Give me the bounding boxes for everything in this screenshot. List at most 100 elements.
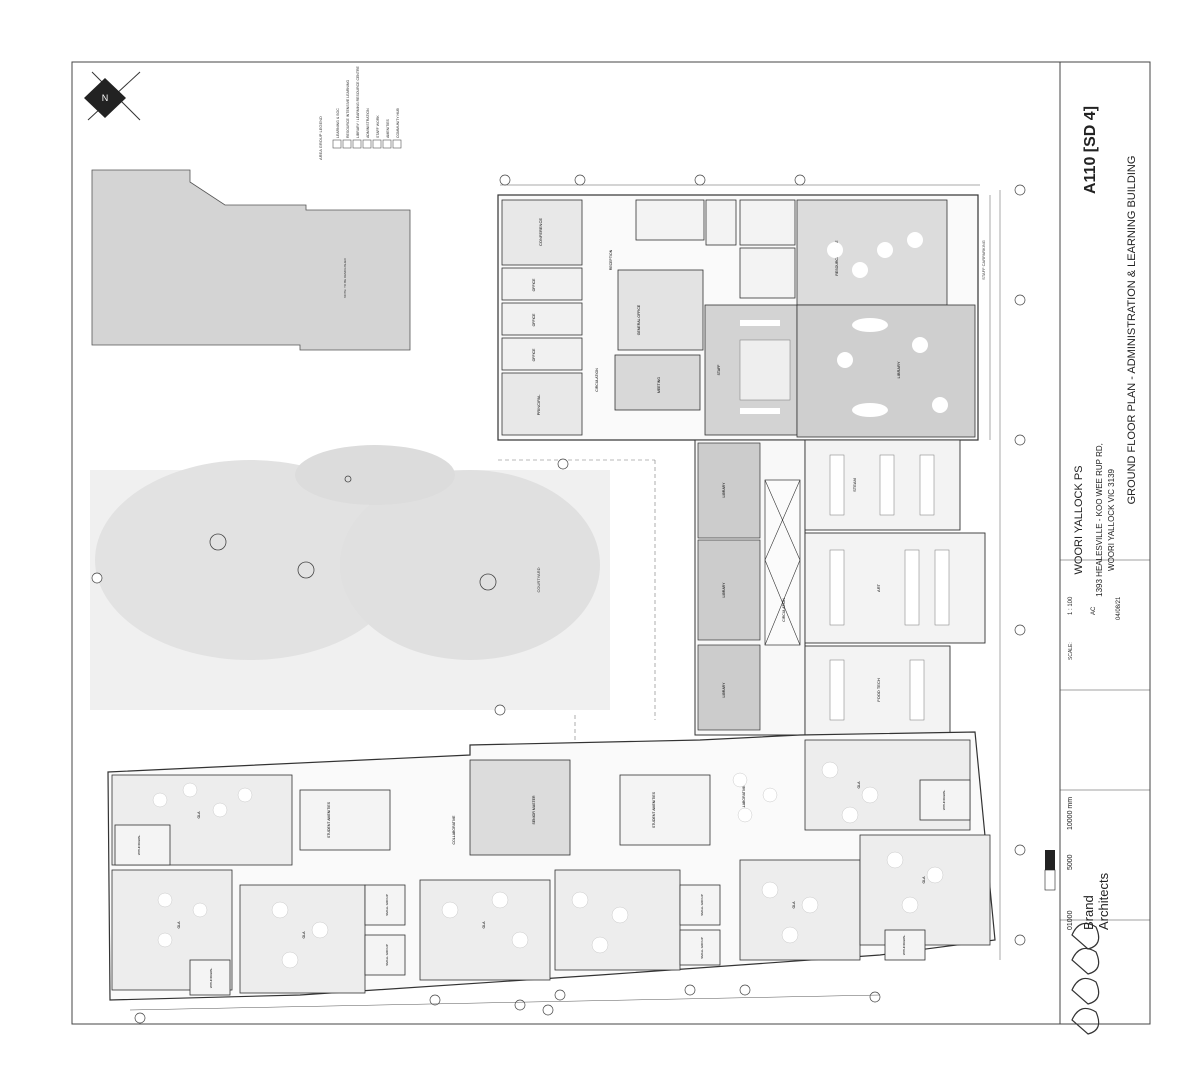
room-label: ART — [876, 583, 881, 591]
room-label: PRINCIPAL — [536, 394, 541, 416]
existing-building — [91, 169, 411, 351]
room-label: RECEPTION — [609, 249, 613, 270]
room-gla — [739, 859, 861, 961]
room-label: COLLABORATIVE — [452, 815, 456, 845]
room-label: WITHDRAWAL — [209, 968, 213, 989]
room-label: LIBRARY — [896, 361, 901, 378]
room-label: SMALL GROUP — [385, 944, 389, 966]
project-name: WOORI YALLOCK PS — [1073, 465, 1085, 574]
room-label: GLA — [197, 811, 201, 819]
room-gla — [859, 834, 991, 946]
room-label: GLA — [792, 901, 796, 909]
room-office — [501, 267, 583, 301]
address-line2: WOORI YALLOCK VIC 3139 — [1107, 468, 1116, 571]
room-label: OFFICE — [532, 278, 536, 291]
room-label: STAFF — [717, 365, 721, 376]
scale-bar-mid: 5000 — [1067, 854, 1074, 870]
room-label: GLA — [922, 876, 926, 884]
room-small-group — [364, 934, 406, 976]
room-label: OFFICE — [532, 313, 536, 326]
scale-bar-zero: 01000 — [1067, 910, 1074, 930]
existing-building-note: NOTE: TO BE DEMOLISHED — [343, 257, 347, 297]
staff-carparking-label: STAFF CARPARKING — [981, 240, 986, 280]
room-label: CONFERENCE — [538, 218, 543, 246]
room-label: STEAM — [852, 478, 857, 492]
room-label: STUDENT AMENITIES — [327, 801, 331, 838]
title-block: A110 [SD 4] GROUND FLOOR PLAN - ADMINIST… — [1044, 62, 1150, 1035]
central-wing: LIBRARY LIBRARY LIBRARY CIRCULATION — [694, 439, 806, 736]
room-label: WITHDRAWAL — [902, 935, 906, 956]
room-withdrawal — [189, 959, 231, 996]
dimension-lines — [129, 184, 1001, 1011]
room-withdrawal — [919, 779, 971, 821]
room-meeting — [614, 354, 701, 411]
room-withdrawal — [884, 929, 926, 961]
scale-value: 1 : 100 — [1068, 596, 1074, 615]
grid-markers — [91, 174, 1026, 1024]
sheet-border — [71, 61, 1151, 1025]
room-student-amenities — [619, 774, 711, 846]
room-label: SMALL GROUP — [700, 937, 704, 959]
legend-item: COMMUNITY HUB — [396, 107, 400, 138]
courtyard-label: COURTYARD — [536, 567, 541, 592]
room-small-group — [679, 929, 721, 966]
room-label: WITHDRAWAL — [137, 835, 141, 856]
firm-name-line1: Brand — [1081, 895, 1096, 930]
room-label: WITHDRAWAL — [942, 790, 946, 811]
room-principal — [501, 372, 583, 436]
room-label: LIBRARY — [722, 582, 726, 598]
legend-item: STAFF WORK — [376, 115, 380, 138]
north-arrow-icon: N — [84, 71, 141, 121]
room-senior-master — [469, 759, 571, 856]
room-schedule — [520, 68, 1040, 180]
brand-architects-logo — [1071, 922, 1100, 1035]
room-label: SMALL GROUP — [385, 894, 389, 916]
room-label: COLLABORATIVE — [742, 785, 746, 815]
scale-bar-end: 10000 mm — [1067, 797, 1074, 830]
room-label: GENERAL OFFICE — [637, 304, 641, 335]
legend-item: LEARNING & SOC — [336, 108, 340, 138]
room-label: CIRCULATION — [782, 598, 786, 622]
room-label: GLA — [177, 921, 181, 929]
drawing-number: A110 [SD 4] — [1082, 106, 1099, 194]
checked-value: AC — [1091, 606, 1097, 615]
north-label: N — [102, 93, 109, 103]
room-label: SENIOR MASTER — [532, 795, 536, 824]
room-conference — [501, 199, 583, 266]
room-label: LIBRARY — [722, 482, 726, 498]
room-general-office — [617, 269, 704, 351]
room-label: LIBRARY — [722, 682, 726, 698]
room-office — [501, 302, 583, 336]
room-small-group — [364, 884, 406, 926]
legend-item: AMENITIES — [386, 118, 390, 138]
room-label: GLA — [302, 931, 306, 939]
room-student-amenities — [299, 789, 391, 851]
date-value: 04/08/21 — [1116, 596, 1122, 620]
room-label: GLA — [482, 921, 486, 929]
area-legend: AREA GROUP LEGEND LEARNING & SOC RESOURC… — [318, 66, 402, 160]
room-food-tech — [804, 645, 951, 737]
specialist-wing: STEAM ART FOOD TECH — [804, 439, 986, 737]
room-label: OFFICE — [532, 348, 536, 361]
room-label: GLA — [857, 781, 861, 789]
room-gla — [239, 884, 366, 994]
firm-name-line2: Architects — [1096, 872, 1111, 930]
learning-wing: GLA GLA GLA GLA GLA GLA GLA GLA COLLABOR… — [107, 731, 996, 1001]
scale-bar — [1045, 850, 1055, 870]
address-line1: 1393 HEALESVILLE - KOO WEE RUP RD, — [1095, 443, 1104, 597]
admin-block: CONFERENCE OFFICE OFFICE OFFICE PRINCIPA… — [497, 194, 979, 441]
legend-item: RESOURCE INTENSIVE LEARNING — [346, 80, 350, 138]
room-gla — [419, 879, 551, 981]
legend-item: LIBRARY / LEARNING RESOURCE CENTRE — [356, 66, 360, 138]
room-label: FOOD TECH — [876, 678, 881, 702]
room-withdrawal — [114, 824, 171, 866]
room-label: STUDENT AMENITIES — [652, 791, 656, 828]
scale-label: SCALE: — [1068, 642, 1074, 660]
room-small-group — [679, 884, 721, 926]
courtyard-area: COURTYARD — [90, 445, 656, 760]
room-label: CIRCULATION — [595, 368, 599, 392]
legend-title: AREA GROUP LEGEND — [318, 116, 323, 160]
room-office — [501, 337, 583, 371]
